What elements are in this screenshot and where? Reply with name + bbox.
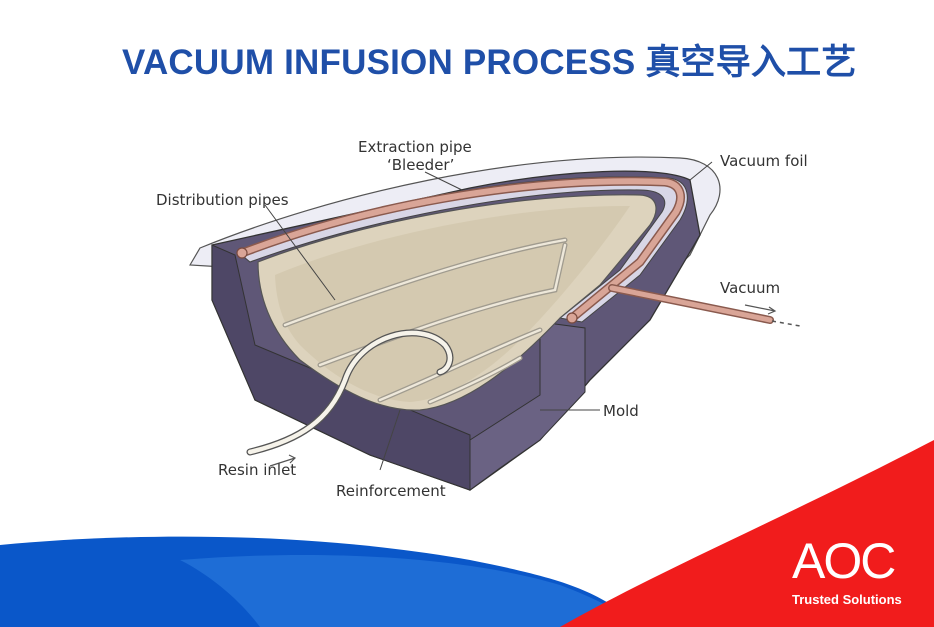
extraction-pipe-fill bbox=[239, 178, 684, 321]
page-title: VACUUM INFUSION PROCESS 真空导入工艺 bbox=[122, 43, 857, 82]
label-distribution-pipes: Distribution pipes bbox=[156, 191, 289, 209]
leader-lines bbox=[264, 161, 713, 471]
extraction-pipe-end-right bbox=[566, 312, 578, 324]
aoc-logo: AOC Trusted Solutions bbox=[792, 536, 902, 607]
label-resin-inlet: Resin inlet bbox=[218, 461, 296, 479]
label-vacuum: Vacuum bbox=[720, 279, 780, 297]
label-extraction-pipe: Extraction pipe bbox=[358, 138, 472, 156]
footer-waves bbox=[0, 440, 934, 627]
label-vacuum-foil: Vacuum foil bbox=[720, 152, 808, 170]
light-blue-wave bbox=[180, 554, 640, 627]
label-reinforcement: Reinforcement bbox=[336, 482, 446, 500]
vacuum-pipe-fill bbox=[609, 285, 773, 323]
extraction-pipe-end-left bbox=[236, 247, 248, 259]
label-mold: Mold bbox=[603, 402, 639, 420]
vacuum-dashes bbox=[771, 320, 801, 327]
distribution-pipes-highlight bbox=[283, 238, 567, 404]
mold-cut-face bbox=[469, 321, 586, 491]
logo-tagline: Trusted Solutions bbox=[792, 592, 902, 607]
vacuum-arrow bbox=[744, 304, 777, 315]
logo-name: AOC bbox=[792, 533, 896, 589]
resin-inlet-tube-fill bbox=[247, 330, 453, 455]
red-wave bbox=[560, 440, 934, 627]
resin-arrow bbox=[269, 454, 297, 467]
label-bleeder: ‘Bleeder’ bbox=[387, 156, 454, 174]
